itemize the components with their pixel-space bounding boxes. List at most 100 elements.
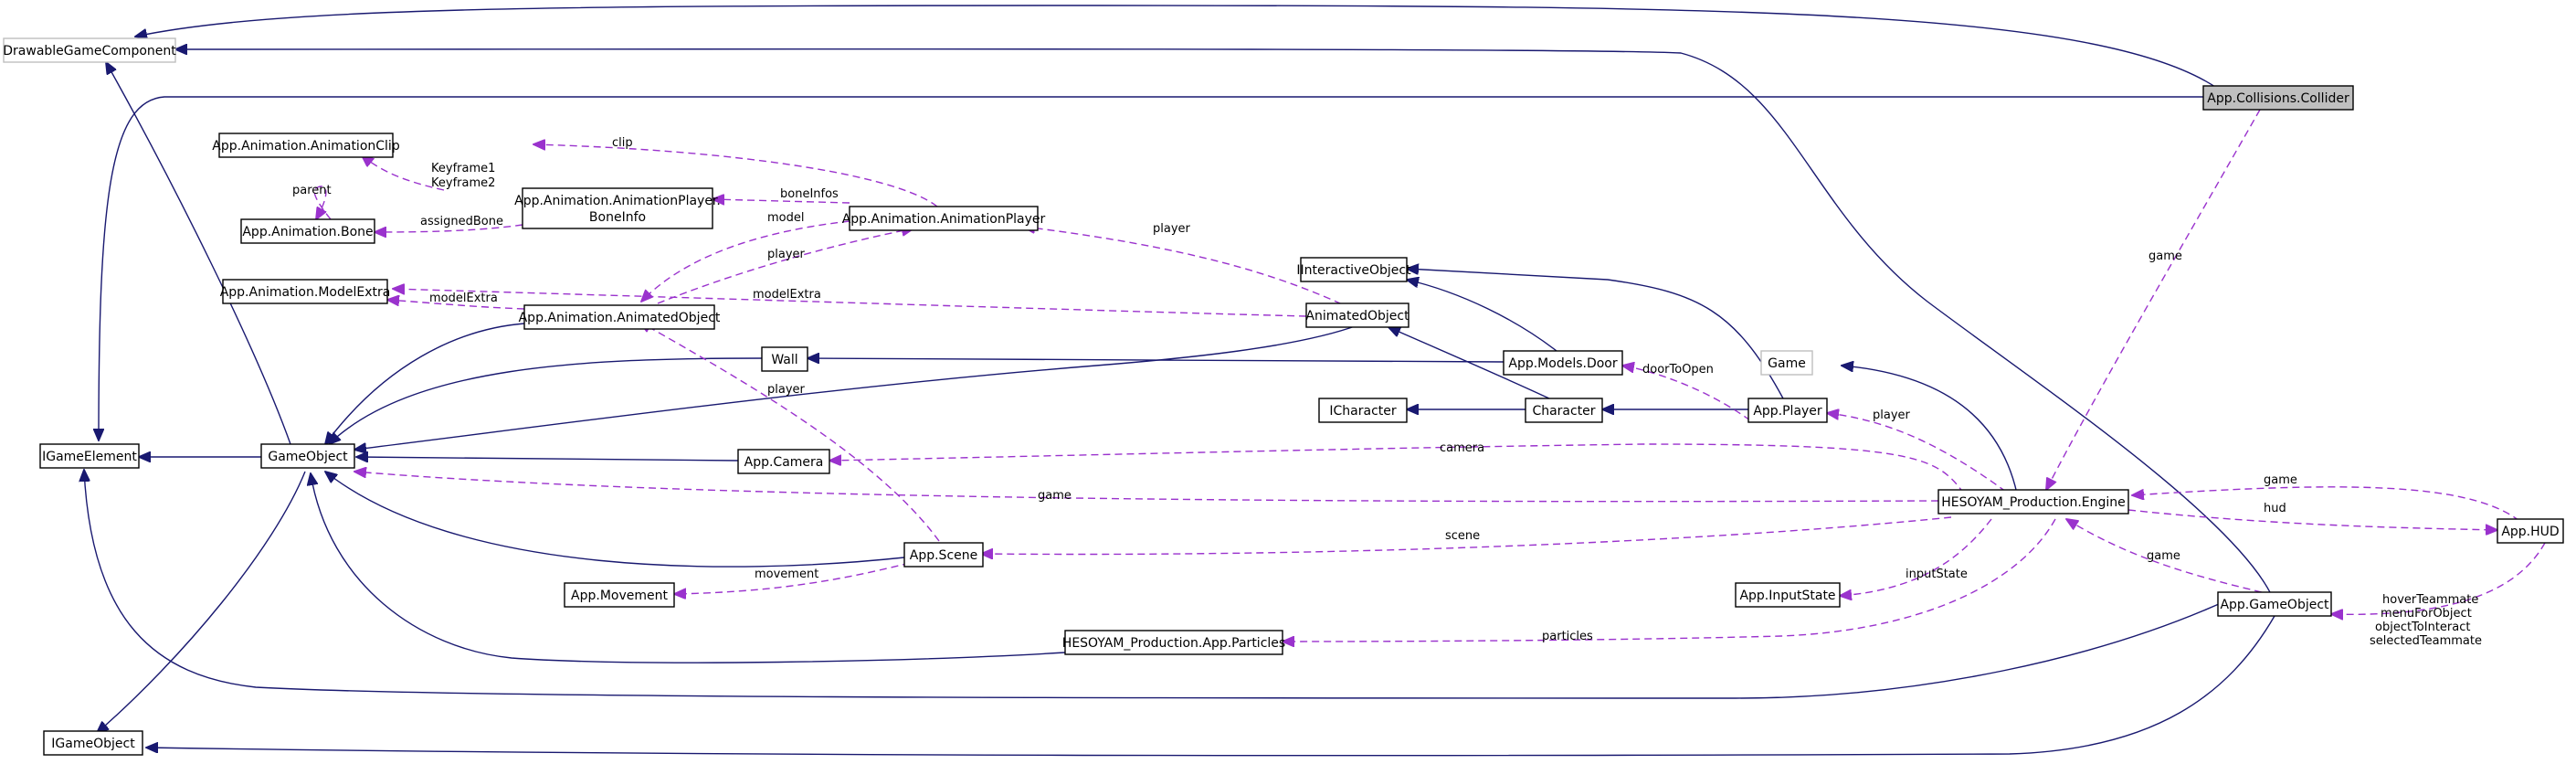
svg-text:ICharacter: ICharacter (1329, 404, 1396, 419)
node-app-hud[interactable]: App.HUD (2497, 518, 2564, 544)
edge-label-inputstate: inputState (1906, 568, 1968, 581)
edge-doortoopen (1622, 366, 1751, 421)
svg-text:App.Animation.AnimatedObject: App.Animation.AnimatedObject (519, 311, 721, 325)
svg-text:App.Collisions.Collider: App.Collisions.Collider (2207, 91, 2349, 106)
edge-door-to-iinteractive (1407, 280, 1557, 352)
edge-label-menuforobject: menuForObject (2381, 607, 2472, 621)
svg-text:App.Scene: App.Scene (910, 548, 977, 563)
edge-assignedbone (375, 224, 523, 232)
edge-engine-to-game (1842, 366, 2018, 494)
edge-label-particles: particles (1542, 630, 1593, 643)
svg-text:Game: Game (1768, 356, 1806, 371)
inheritance-edges (84, 5, 2275, 757)
node-app-movement[interactable]: App.Movement (564, 582, 675, 608)
node-animated-object[interactable]: AnimatedObject (1305, 302, 1409, 328)
edge-appgameobject-to-igameelement (84, 470, 2230, 699)
svg-text:Character: Character (1532, 404, 1595, 419)
edge-label-player-animplayer: player (1153, 222, 1191, 236)
node-animation-clip[interactable]: App.Animation.AnimationClip (212, 133, 400, 158)
edge-camera-to-gameobject (356, 457, 739, 461)
node-character[interactable]: Character (1525, 398, 1603, 423)
edge-door-to-wall (808, 358, 1504, 362)
edge-parent (313, 186, 332, 219)
edge-camera (829, 443, 1965, 494)
edge-clip (533, 144, 938, 207)
edge-label-game-hud: game (2264, 473, 2297, 487)
svg-text:IGameElement: IGameElement (42, 450, 137, 464)
edge-animobjapp-to-gameobject (325, 323, 525, 444)
edge-inputstate (1840, 518, 1992, 596)
node-drawable-game-component[interactable]: DrawableGameComponent (3, 37, 176, 63)
edge-character-to-animatedobject (1388, 327, 1550, 399)
node-animation-player[interactable]: App.Animation.AnimationPlayer (842, 206, 1046, 231)
edge-label-parent: parent (292, 184, 332, 197)
edge-label-hoverteammate: hoverTeammate (2382, 593, 2478, 607)
svg-text:HESOYAM_Production.Engine: HESOYAM_Production.Engine (1941, 495, 2126, 510)
edge-appgameobject-to-drawable (175, 49, 2272, 595)
node-icharacter[interactable]: ICharacter (1318, 398, 1408, 423)
edge-label-clip: clip (612, 136, 633, 150)
svg-text:DrawableGameComponent: DrawableGameComponent (3, 44, 176, 58)
node-collider[interactable]: App.Collisions.Collider (2202, 85, 2354, 111)
node-bone-info[interactable]: App.Animation.AnimationPlayer. BoneInfo (514, 187, 721, 229)
edge-player-to-iinteractive (1407, 269, 1784, 399)
edge-label-keyframe1: Keyframe1 (431, 162, 495, 175)
edge-scene-to-gameobject (325, 472, 905, 568)
node-animation-bone[interactable]: App.Animation.Bone (240, 218, 375, 244)
svg-text:App.Animation.AnimationPlayer: App.Animation.AnimationPlayer (842, 212, 1046, 227)
node-igame-element[interactable]: IGameElement (39, 443, 140, 469)
node-app-player[interactable]: App.Player (1747, 398, 1828, 423)
node-app-scene[interactable]: App.Scene (903, 542, 984, 568)
edge-label-game-gameobject: game (1038, 489, 1072, 503)
edge-label-game-appgo: game (2147, 549, 2180, 563)
svg-text:HESOYAM_Production.App.Particl: HESOYAM_Production.App.Particles (1062, 636, 1285, 651)
node-iinteractive-object[interactable]: IInteractiveObject (1296, 257, 1411, 282)
edge-label-game-collider: game (2148, 249, 2182, 263)
edge-game-collider (2046, 109, 2261, 490)
edge-label-keyframe2: Keyframe2 (431, 176, 495, 190)
edge-player-scene (639, 322, 940, 542)
edge-label-scene: scene (1445, 529, 1480, 543)
svg-text:App.Animation.ModelExtra: App.Animation.ModelExtra (220, 285, 391, 300)
svg-text:BoneInfo: BoneInfo (589, 210, 646, 225)
svg-text:App.Animation.AnimationClip: App.Animation.AnimationClip (212, 139, 400, 154)
node-input-state[interactable]: App.InputState (1735, 582, 1841, 608)
edge-label-modelextra-b: modelExtra (753, 288, 821, 302)
node-igame-object[interactable]: IGameObject (43, 730, 143, 756)
edge-label-assignedbone: assignedBone (420, 215, 503, 228)
edge-label-hud: hud (2264, 502, 2286, 515)
edge-movement (674, 562, 911, 594)
node-app-game-object[interactable]: App.GameObject (2217, 591, 2332, 617)
edge-game-gameobject (354, 472, 1939, 503)
edge-model (641, 220, 850, 302)
edge-gameobject-to-igameobject (97, 471, 306, 733)
svg-text:App.Models.Door: App.Models.Door (1508, 356, 1617, 371)
svg-text:App.Camera: App.Camera (744, 455, 824, 470)
svg-text:App.Player: App.Player (1753, 404, 1822, 419)
edge-collider-to-drawable (135, 5, 2219, 90)
usage-edges (313, 109, 2546, 642)
edge-label-doortoopen: doorToOpen (1642, 363, 1714, 377)
edge-label-selectedteammate: selectedTeammate (2370, 634, 2482, 648)
svg-text:App.Animation.AnimationPlayer.: App.Animation.AnimationPlayer. (514, 194, 721, 208)
node-animated-object-app[interactable]: App.Animation.AnimatedObject (519, 304, 721, 330)
edge-label-movement: movement (755, 568, 818, 581)
edge-particles (1283, 518, 2056, 642)
edge-game-hud (2132, 486, 2520, 522)
node-engine[interactable]: HESOYAM_Production.Engine (1937, 489, 2129, 515)
edge-hud (2127, 509, 2497, 530)
nodes: DrawableGameComponent App.Collisions.Col… (3, 37, 2564, 756)
node-game[interactable]: Game (1760, 350, 1813, 376)
node-wall[interactable]: Wall (761, 346, 808, 372)
node-model-extra[interactable]: App.Animation.ModelExtra (220, 279, 391, 304)
node-app-camera[interactable]: App.Camera (737, 449, 830, 474)
edge-wall-to-gameobject (329, 357, 763, 444)
node-models-door[interactable]: App.Models.Door (1503, 350, 1623, 376)
edge-game-appgo (2066, 519, 2263, 593)
node-particles[interactable]: HESOYAM_Production.App.Particles (1062, 630, 1285, 655)
edge-gameobject-to-drawable (106, 62, 291, 445)
svg-text:AnimatedObject: AnimatedObject (1305, 309, 1409, 324)
edge-appgameobject-to-igameobject (146, 615, 2275, 757)
node-game-object[interactable]: GameObject (260, 443, 355, 469)
